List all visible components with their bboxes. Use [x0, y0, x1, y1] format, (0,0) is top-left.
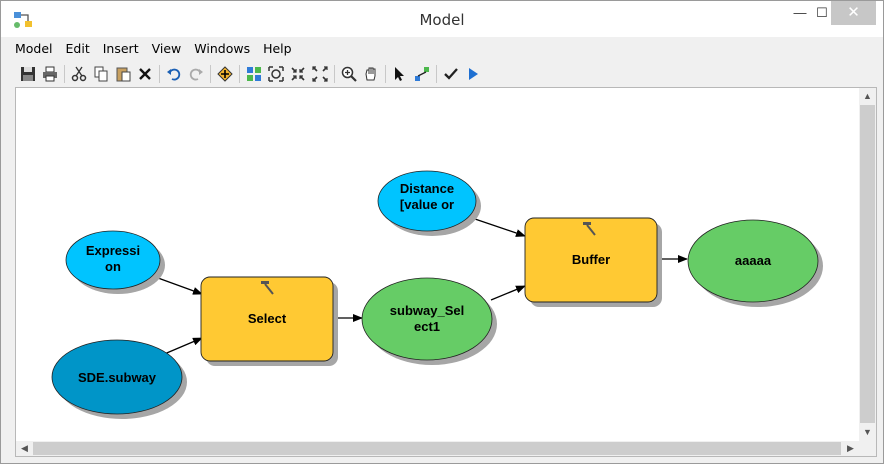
auto-layout-icon	[247, 67, 261, 81]
menu-help[interactable]: Help	[263, 41, 292, 56]
node-subway-select1-label-1: subway_Sel	[390, 303, 464, 318]
connector-distance-buffer[interactable]	[471, 217, 526, 237]
model-canvas[interactable]: Expressi on SDE.subway Select	[15, 87, 877, 457]
scrollbar-corner	[859, 441, 876, 456]
node-buffer-label: Buffer	[572, 252, 610, 267]
copy-icon	[94, 66, 108, 82]
connect-button[interactable]	[411, 63, 433, 85]
fixed-zoom-in-button[interactable]	[287, 63, 309, 85]
redo-button[interactable]	[185, 63, 207, 85]
run-icon	[469, 68, 478, 80]
scroll-up-icon[interactable]: ▲	[863, 91, 872, 101]
toolbar-separator	[159, 65, 160, 83]
auto-layout-button[interactable]	[243, 63, 265, 85]
toolbar-separator	[210, 65, 211, 83]
save-button[interactable]	[17, 63, 39, 85]
menu-model[interactable]: Model	[15, 41, 53, 56]
select-button[interactable]	[389, 63, 411, 85]
scroll-right-icon[interactable]: ▶	[847, 443, 854, 453]
maximize-button[interactable]: ☐	[816, 5, 828, 20]
menu-view[interactable]: View	[151, 41, 182, 56]
horizontal-scrollbar[interactable]: ◀ ▶	[16, 441, 859, 456]
toolbar-separator	[334, 65, 335, 83]
connector-subway-select-buffer[interactable]	[490, 285, 526, 301]
print-button[interactable]	[39, 63, 61, 85]
delete-icon	[139, 68, 151, 80]
full-extent-button[interactable]	[265, 63, 287, 85]
add-data-button[interactable]	[214, 63, 236, 85]
undo-icon	[167, 68, 181, 81]
connect-icon	[415, 67, 429, 81]
save-icon	[21, 67, 35, 81]
scroll-left-icon[interactable]: ◀	[21, 443, 28, 453]
validate-button[interactable]	[440, 63, 462, 85]
full-extent-icon	[268, 66, 284, 82]
toolbar-separator	[385, 65, 386, 83]
vertical-scroll-thumb[interactable]	[860, 105, 875, 423]
cut-icon	[71, 66, 87, 82]
node-expression-label-1: Expressi	[86, 243, 140, 258]
node-subway-select1[interactable]: subway_Sel ect1	[361, 277, 497, 365]
copy-button[interactable]	[90, 63, 112, 85]
node-aaaaa[interactable]: aaaaa	[687, 219, 823, 307]
menu-bar: Model Edit Insert View Windows Help	[15, 39, 305, 59]
print-icon	[43, 66, 57, 82]
pan-button[interactable]	[360, 63, 382, 85]
scroll-down-icon[interactable]: ▼	[863, 427, 872, 437]
node-expression[interactable]: Expressi on	[65, 230, 165, 294]
window-title: Model	[419, 11, 465, 29]
connector-sde-subway-select[interactable]	[161, 337, 203, 356]
toolbar-separator	[436, 65, 437, 83]
paste-button[interactable]	[112, 63, 134, 85]
node-aaaaa-label: aaaaa	[735, 253, 772, 268]
toolbar	[17, 62, 484, 86]
undo-button[interactable]	[163, 63, 185, 85]
toolbar-separator	[239, 65, 240, 83]
node-subway-select1-label-2: ect1	[414, 319, 440, 334]
hammer-icon	[583, 222, 596, 236]
model-diagram[interactable]: Expressi on SDE.subway Select	[16, 88, 859, 441]
cut-button[interactable]	[68, 63, 90, 85]
node-distance-label-1: Distance	[400, 181, 454, 196]
fixed-zoom-in-icon	[291, 67, 305, 81]
select-icon	[395, 67, 404, 81]
node-sde-subway-label: SDE.subway	[78, 370, 157, 385]
model-builder-icon	[14, 12, 32, 28]
fixed-zoom-out-icon	[312, 66, 328, 82]
title-bar[interactable]: Model — ☐ ✕	[1, 1, 883, 37]
node-expression-label-2: on	[105, 259, 121, 274]
node-distance-label-2: [value or	[400, 197, 454, 212]
redo-icon	[189, 68, 203, 81]
delete-button[interactable]	[134, 63, 156, 85]
node-select[interactable]: Select	[200, 276, 338, 366]
paste-icon	[116, 67, 131, 82]
menu-edit[interactable]: Edit	[65, 41, 90, 56]
node-buffer[interactable]: Buffer	[524, 217, 662, 307]
pan-icon	[365, 67, 376, 81]
node-distance[interactable]: Distance [value or	[377, 170, 481, 236]
zoom-in-button[interactable]	[338, 63, 360, 85]
toolbar-separator	[64, 65, 65, 83]
node-sde-subway[interactable]: SDE.subway	[51, 339, 187, 419]
vertical-scrollbar[interactable]: ▲ ▼	[859, 88, 876, 441]
close-button[interactable]: ✕	[831, 1, 876, 25]
zoom-in-icon	[341, 66, 357, 82]
add-data-icon	[217, 66, 233, 82]
horizontal-scroll-thumb[interactable]	[33, 442, 841, 455]
menu-windows[interactable]: Windows	[194, 41, 251, 56]
menu-insert[interactable]: Insert	[102, 41, 139, 56]
validate-icon	[444, 68, 458, 80]
run-button[interactable]	[462, 63, 484, 85]
node-select-label: Select	[248, 311, 287, 326]
hammer-icon	[261, 281, 274, 295]
fixed-zoom-out-button[interactable]	[309, 63, 331, 85]
minimize-button[interactable]: —	[793, 5, 807, 20]
